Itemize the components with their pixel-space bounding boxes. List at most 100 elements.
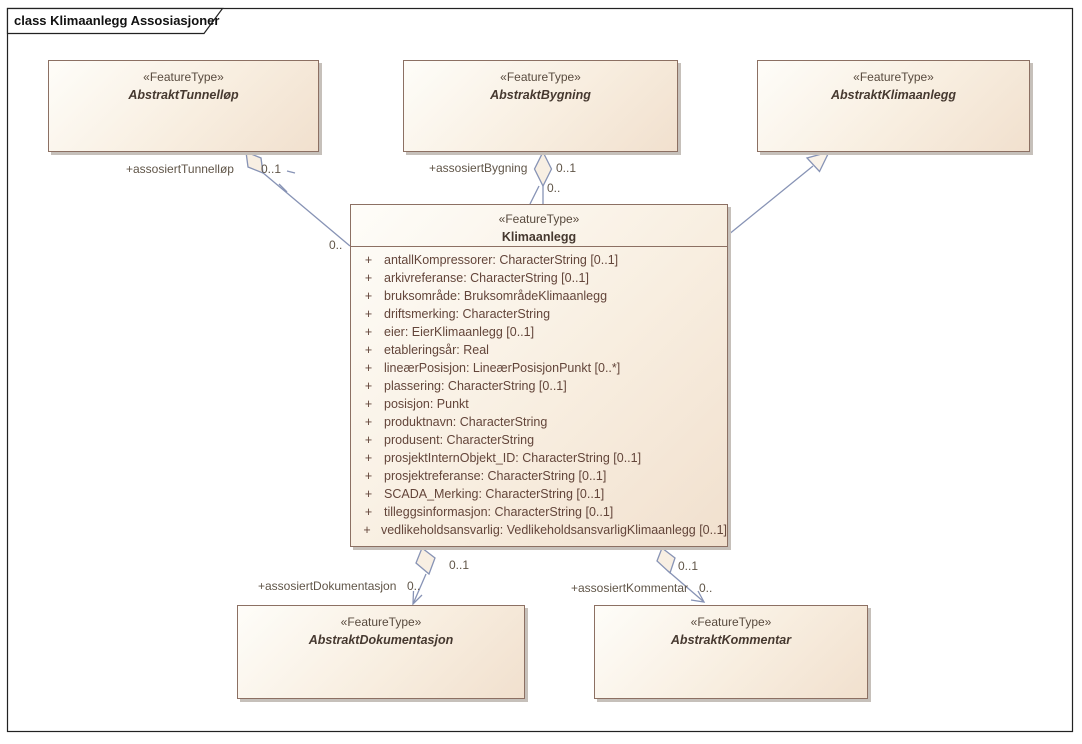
visibility-plus: + [363,523,371,537]
attributes-compartment: + antallKompressorer: CharacterString [0.… [351,247,727,539]
visibility-plus: + [364,379,373,393]
association-tick [278,183,288,193]
visibility-plus: + [364,271,373,285]
attribute-row: + posisjon: Punkt [351,395,727,413]
multiplicity-dokumentasjon-target: 0..1 [449,558,470,572]
stereotype-label: «FeatureType» [690,615,772,629]
attribute-text: SCADA_Merking: CharacterString [0..1] [384,487,605,501]
stereotype-label: «FeatureType» [143,70,224,84]
attribute-row: + eier: EierKlimaanlegg [0..1] [351,323,727,341]
aggregation-diamond-icon [415,546,436,576]
visibility-plus: + [364,253,373,267]
generalization-arrowhead-icon [805,150,831,173]
class-name: AbstraktTunnelløp [128,88,239,102]
multiplicity-kommentar-source: 0.. [699,581,713,595]
association-line [667,570,705,603]
class-box-abstrakttunnellop[interactable]: «FeatureType» AbstraktTunnelløp [48,60,319,152]
association-line [529,185,540,205]
attribute-text: bruksområde: BruksområdeKlimaanlegg [384,289,608,303]
attribute-text: posisjon: Punkt [384,397,469,411]
attribute-row: + produsent: CharacterString [351,431,727,449]
class-name: Klimaanlegg [501,230,577,244]
visibility-plus: + [364,505,373,519]
association-tunnellop[interactable] [245,150,351,247]
association-line [261,171,351,247]
attribute-text: vedlikeholdsansvarlig: Vedlikeholdsansva… [380,523,727,537]
class-box-abstraktklimaanlegg[interactable]: «FeatureType» AbstraktKlimaanlegg [757,60,1030,152]
attribute-text: tilleggsinformasjon: CharacterString [0.… [384,505,614,519]
diagram-title-tab [6,7,224,35]
open-arrowhead-icon [690,590,706,603]
attribute-row: + tilleggsinformasjon: CharacterString [0… [351,503,727,521]
multiplicity-tunnellop-target: 0..1 [261,162,282,176]
attribute-text: prosjektreferanse: CharacterString [0..1… [384,469,607,483]
attribute-row: + SCADA_Merking: CharacterString [0..1] [351,485,727,503]
attribute-text: arkivreferanse: CharacterString [0..1] [384,271,589,285]
visibility-plus: + [364,451,373,465]
attribute-text: driftsmerking: CharacterString [384,307,551,321]
attribute-text: antallKompressorer: CharacterString [0..… [384,253,619,267]
attribute-row: + etableringsår: Real [351,341,727,359]
visibility-plus: + [364,487,373,501]
stereotype-label: «FeatureType» [340,615,422,629]
class-box-abstraktdokumentasjon[interactable]: «FeatureType» AbstraktDokumentasjon [237,605,525,699]
role-label-kommentar: +assosiertKommentar [571,581,689,595]
visibility-plus: + [364,397,373,411]
attribute-row: + antallKompressorer: CharacterString [0.… [351,251,727,269]
attribute-text: prosjektInternObjekt_ID: CharacterString… [384,451,642,465]
multiplicity-bygning-target: 0..1 [556,161,577,175]
diagram-frame-border [6,7,1074,733]
attribute-row: + bruksområde: BruksområdeKlimaanlegg [351,287,727,305]
visibility-plus: + [364,433,373,447]
visibility-plus: + [364,415,373,429]
attribute-text: produktnavn: CharacterString [384,415,548,429]
role-label-bygning: +assosiertBygning [429,161,528,175]
attribute-row: + lineærPosisjon: LineærPosisjonPunkt [0.… [351,359,727,377]
attribute-text: eier: EierKlimaanlegg [0..1] [384,325,535,339]
visibility-plus: + [364,343,373,357]
visibility-plus: + [364,325,373,339]
open-arrowhead-icon [412,590,423,606]
attribute-text: lineærPosisjon: LineærPosisjonPunkt [0..… [384,361,621,375]
association-line [412,573,427,605]
class-name: AbstraktKlimaanlegg [830,88,957,102]
stereotype-label: «FeatureType» [500,70,581,84]
multiplicity-bygning-source: 0.. [547,181,561,195]
role-label-tunnellop: +assosiertTunnelløp [126,162,234,176]
association-bygning[interactable] [529,150,553,205]
stereotype-label: «FeatureType» [853,70,934,84]
class-box-klimaanlegg[interactable]: «FeatureType» Klimaanlegg + antallKompres… [350,204,728,547]
attribute-text: plassering: CharacterString [0..1] [384,379,567,393]
multiplicity-kommentar-target: 0..1 [678,559,699,573]
attribute-text: etableringsår: Real [384,343,489,357]
class-name: AbstraktKommentar [670,633,792,647]
class-box-abstraktbygning[interactable]: «FeatureType» AbstraktBygning [403,60,678,152]
multiplicity-dokumentasjon-source: 0.. [407,579,421,593]
visibility-plus: + [364,307,373,321]
role-label-dokumentasjon: +assosiertDokumentasjon [258,579,397,593]
attribute-row: + vedlikeholdsansvarlig: Vedlikeholdsansv… [351,521,727,539]
visibility-plus: + [364,289,373,303]
attribute-row: + driftsmerking: CharacterString [351,305,727,323]
stereotype-label: «FeatureType» [498,212,580,226]
association-tick [286,170,296,174]
attribute-row: + produktnavn: CharacterString [351,413,727,431]
class-name: AbstraktBygning [490,88,591,102]
multiplicity-tunnellop-source: 0.. [329,238,343,252]
attribute-row: + prosjektInternObjekt_ID: CharacterStrin… [351,449,727,467]
visibility-plus: + [364,361,373,375]
generalization-line [727,165,814,236]
attribute-row: + plassering: CharacterString [0..1] [351,377,727,395]
class-name: AbstraktDokumentasjon [308,633,454,647]
class-box-abstraktkommentar[interactable]: «FeatureType» AbstraktKommentar [594,605,868,699]
class-header: «FeatureType» Klimaanlegg [351,205,727,247]
association-dokumentasjon[interactable] [412,546,436,606]
attribute-row: + prosjektreferanse: CharacterString [0..… [351,467,727,485]
attribute-row: + arkivreferanse: CharacterString [0..1] [351,269,727,287]
attribute-text: produsent: CharacterString [384,433,535,447]
generalization-abstraktklimaanlegg[interactable] [727,150,831,236]
visibility-plus: + [364,469,373,483]
association-kommentar[interactable] [656,546,706,603]
